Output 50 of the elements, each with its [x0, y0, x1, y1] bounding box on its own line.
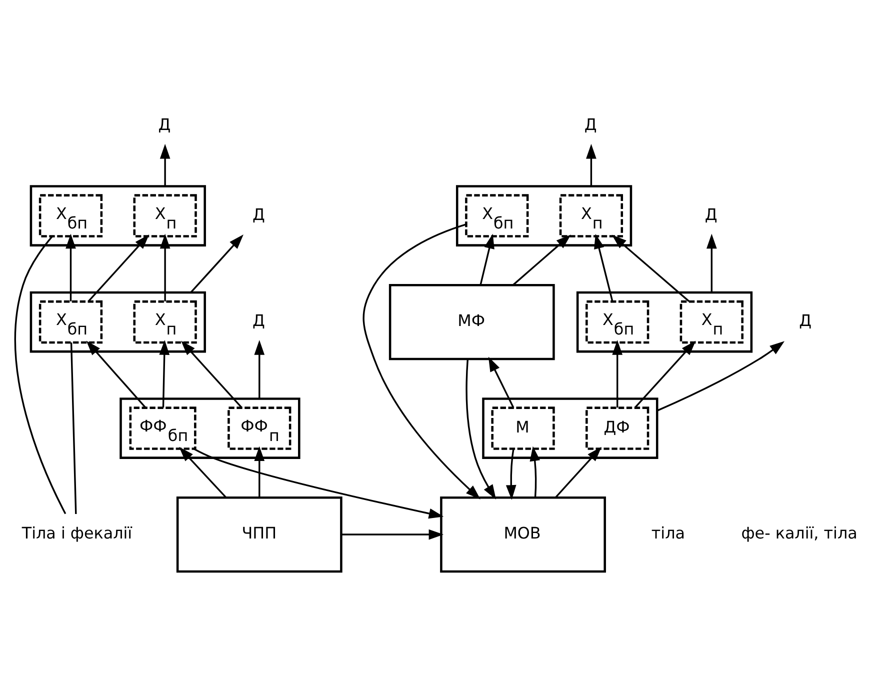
arrow: [341, 528, 444, 540]
arrow: [612, 234, 690, 302]
arrow: [190, 234, 244, 293]
node-text: Д: [584, 114, 597, 134]
node-text: Тіла і фекалії: [22, 523, 132, 542]
arrow: [179, 446, 226, 498]
label: фе- калії, тіла: [741, 523, 858, 542]
cluster: [30, 290, 206, 352]
arrow: [612, 340, 623, 408]
label: тіла: [651, 523, 686, 542]
cluster: [120, 397, 300, 458]
arrow: [488, 356, 514, 408]
arrow: [160, 143, 170, 186]
node-box: ДФ: [586, 406, 650, 450]
arrow: [480, 233, 494, 284]
arrow: [555, 446, 602, 498]
node-text: Д: [799, 310, 812, 330]
arrow: [466, 358, 496, 499]
node-text: Д: [252, 310, 265, 330]
node-box: ЧПП: [176, 496, 342, 572]
arrow: [88, 234, 150, 302]
arrow: [530, 446, 540, 497]
arrow: [512, 234, 571, 285]
arrow: [254, 340, 265, 398]
arrow: [160, 233, 170, 301]
node-text: Д: [704, 204, 718, 224]
cluster: [482, 397, 658, 458]
arrow: [180, 340, 242, 408]
node-box: МОВ: [440, 496, 606, 572]
connector: [14, 235, 66, 514]
node-box: МФ: [388, 283, 555, 360]
arrow: [193, 448, 444, 518]
arrow: [586, 143, 596, 186]
connector: [70, 342, 77, 514]
arrow: [86, 340, 146, 408]
cluster: [576, 290, 753, 352]
node-box: М: [491, 406, 555, 450]
node-text: Д: [158, 114, 171, 134]
arrow: [706, 233, 717, 292]
arrow: [159, 340, 170, 408]
arrow: [656, 340, 785, 411]
arrow: [594, 233, 614, 302]
arrow: [254, 446, 265, 497]
arrow: [634, 340, 696, 408]
arrow: [362, 223, 480, 499]
arrow: [66, 233, 76, 301]
cluster: [456, 184, 632, 246]
arrow: [506, 448, 516, 500]
node-text: Д: [252, 204, 265, 224]
cluster: [30, 184, 206, 246]
